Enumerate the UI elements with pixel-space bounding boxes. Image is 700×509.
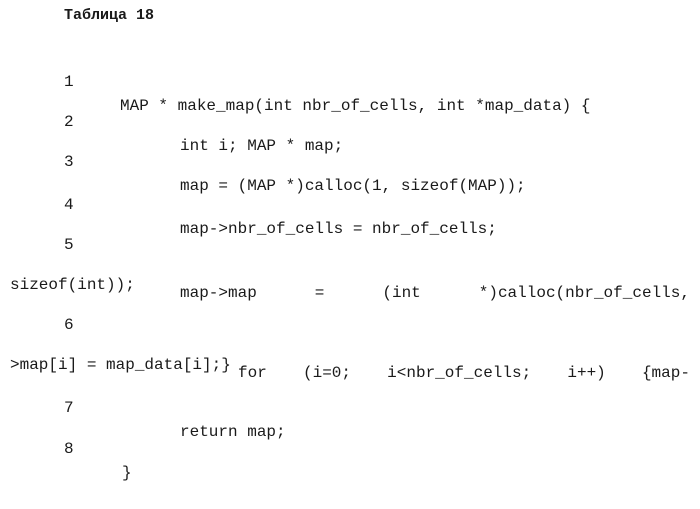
code-line-8: 8 } bbox=[0, 413, 700, 437]
code-line-2: 2 int i; MAP * map; bbox=[0, 86, 700, 110]
code-line-1: 1 MAP * make_map(int nbr_of_cells, int *… bbox=[0, 46, 700, 70]
code-listing-document: Таблица 18 1 MAP * make_map(int nbr_of_c… bbox=[0, 0, 700, 443]
line-number: 8 bbox=[64, 437, 84, 461]
code-line-6-continuation: >map[i] = map_data[i];} bbox=[0, 329, 700, 353]
code-line-6: 6 for (i=0; i<nbr_of_cells; i++) {map- bbox=[0, 289, 700, 313]
code-text: } bbox=[122, 461, 132, 485]
code-line-3: 3 map = (MAP *)calloc(1, sizeof(MAP)); bbox=[0, 126, 700, 150]
code-line-5-continuation: sizeof(int)); bbox=[0, 249, 700, 273]
code-line-7: 7 return map; bbox=[0, 372, 700, 396]
table-title: Таблица 18 bbox=[64, 4, 154, 28]
code-line-4: 4 map->nbr_of_cells = nbr_of_cells; bbox=[0, 169, 700, 193]
code-line-5: 5 map->map = (int *)calloc(nbr_of_cells, bbox=[0, 209, 700, 233]
